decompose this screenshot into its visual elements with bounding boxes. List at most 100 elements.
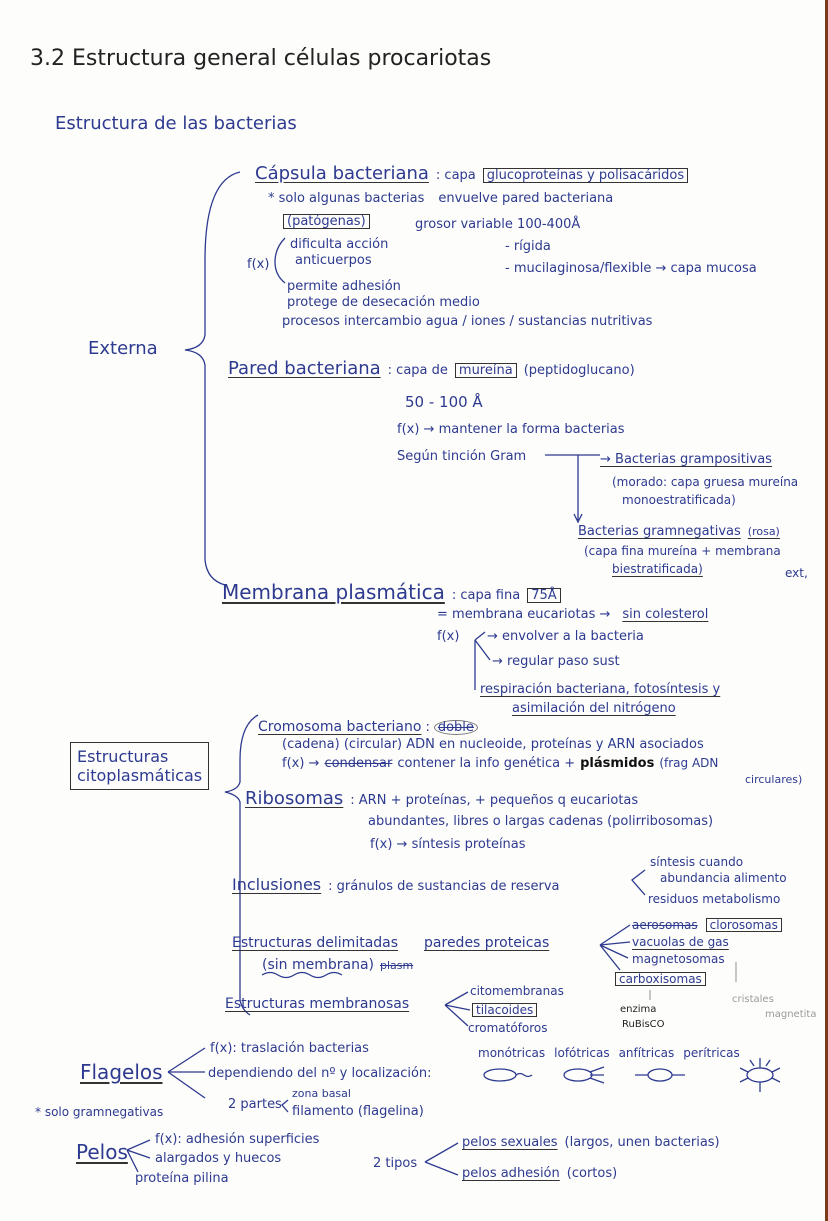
inclusiones-branch xyxy=(631,869,646,896)
pelos-tipo-row: pelos sexuales (largos, unen bacterias) xyxy=(462,1136,720,1149)
flagelo-type: lofótricas xyxy=(554,1046,610,1060)
capsula-patogenas: (patógenas) xyxy=(283,214,370,229)
delimitadas-item: clorosomas xyxy=(705,918,782,932)
cromosoma-row: Cromosoma bacteriano : doble xyxy=(258,720,478,735)
pared-gram: Según tinción Gram xyxy=(397,449,527,464)
membrana-function: → regular paso sust xyxy=(492,654,620,669)
flagelos-branch xyxy=(167,1047,206,1099)
membranosas-item: citomembranas xyxy=(470,984,564,998)
cromosoma-doble: doble xyxy=(433,720,478,735)
paredes-proteicas: paredes proteicas xyxy=(424,935,550,951)
inclusiones-row: Inclusiones : gránulos de sustancias de … xyxy=(232,875,560,894)
gram-arrow xyxy=(545,454,600,524)
delimitadas-item: aerosomas xyxy=(632,918,698,932)
membrana-heading: Membrana plasmática xyxy=(222,580,445,604)
membrana-eq: = membrana eucariotas → xyxy=(437,607,611,622)
gram-negative-row: Bacterias gramnegativas (rosa) xyxy=(578,525,780,538)
membrana-sin-colesterol: sin colesterol xyxy=(622,607,709,622)
capsula-function: anticuerpos xyxy=(295,253,372,268)
membrana-fx-arrows xyxy=(474,631,491,690)
gram-negative-color: (rosa) xyxy=(747,525,780,538)
ribosomas-heading: Ribosomas xyxy=(245,788,344,809)
delimitadas-note: enzima xyxy=(620,1004,657,1015)
citoplasmaticas-label: Estructuras xyxy=(77,747,169,766)
citoplasmaticas-label-box: Estructuras citoplasmáticas xyxy=(70,742,210,791)
inclusiones-def: : gránulos de sustancias de reserva xyxy=(328,879,560,894)
flagelos-fx: f(x): traslación bacterias xyxy=(210,1041,369,1056)
pelos-heading: Pelos xyxy=(76,1140,128,1164)
cromosoma-struck: condensar xyxy=(324,756,393,771)
capsula-envuelve: envuelve pared bacteriana xyxy=(438,191,614,206)
gram-negative-title: Bacterias gramnegativas xyxy=(578,524,741,539)
subtitle: Estructura de las bacterias xyxy=(55,113,297,134)
cromosoma-heading: Cromosoma bacteriano xyxy=(258,719,422,735)
membrana-function: respiración bacteriana, fotosíntesis y xyxy=(480,682,721,697)
gram-negative-ext: ext, xyxy=(785,566,808,580)
membrana-function: → envolver a la bacteria xyxy=(487,629,644,644)
partes-branch xyxy=(281,1099,289,1113)
membrana-boxed: 75Å xyxy=(527,588,561,603)
gram-negative-desc: (capa fina mureína + membrana xyxy=(584,544,781,558)
capsula-heading: Cápsula bacteriana xyxy=(255,163,429,184)
capsula-row: Cápsula bacteriana : capa glucoproteínas… xyxy=(255,163,689,184)
pelos-tipo-desc: (largos, unen bacterias) xyxy=(564,1135,720,1150)
ribosomas-line: : ARN + proteínas, + pequeños q eucariot… xyxy=(350,793,639,808)
delimitadas-note: RuBisCO xyxy=(622,1019,665,1030)
lofotrica-icon xyxy=(563,1068,593,1082)
pared-boxed: mureína xyxy=(454,363,517,378)
capsula-function: permite adhesión xyxy=(287,279,401,294)
pelos-tipo: pelos adhesión xyxy=(462,1166,560,1181)
membrana-fx: f(x) xyxy=(437,629,460,644)
delimitadas-sub: (sin membrana) xyxy=(262,957,374,973)
capsula-function: procesos intercambio agua / iones / sust… xyxy=(282,314,653,329)
membrana-def: : capa fina xyxy=(451,588,521,603)
citoplasmaticas-brace xyxy=(224,714,259,1016)
delimitadas-note: magnetita xyxy=(765,1009,817,1020)
pelos-tipo-row: pelos adhesión (cortos) xyxy=(462,1167,617,1180)
cromosoma-fx: f(x) → xyxy=(282,756,320,771)
pared-paren: (peptidoglucano) xyxy=(523,363,635,378)
flagelo-type: perítricas xyxy=(683,1046,740,1060)
pelos-line: proteína pilina xyxy=(135,1171,229,1186)
gram-positive-title: → Bacterias grampositivas xyxy=(600,452,772,467)
capsula-function: protege de desecación medio xyxy=(287,295,480,310)
cromosoma-circ: circulares) xyxy=(745,773,803,786)
flagelos-parte: zona basal xyxy=(292,1087,351,1100)
delimitadas-row: Estructuras delimitadas paredes proteica… xyxy=(232,936,549,950)
capsula-fx: f(x) xyxy=(247,257,270,272)
delimitadas-item: carboxisomas xyxy=(615,972,706,986)
flagelos-parte: filamento (flagelina) xyxy=(292,1104,424,1119)
page-edge xyxy=(825,0,828,1221)
capsula-def: : capa xyxy=(435,168,476,183)
externa-label: Externa xyxy=(88,338,158,359)
inclusiones-branch-item: abundancia alimento xyxy=(660,871,787,885)
capsula-rigida: - rígida xyxy=(505,239,551,254)
flagelos-heading: Flagelos xyxy=(80,1060,163,1084)
delimitadas-note: cristales xyxy=(732,994,774,1005)
flagelo-types-row: monótricas lofótricas anfítricas perítri… xyxy=(478,1047,740,1059)
cromosoma-fx-row: f(x) → condensar contener la info genéti… xyxy=(282,757,718,770)
monotrica-icon xyxy=(483,1068,517,1082)
pared-def: : capa de xyxy=(387,363,448,378)
inclusiones-heading: Inclusiones xyxy=(232,875,322,894)
capsula-grosor: grosor variable 100-400Å xyxy=(415,217,581,232)
capsula-fx-brace xyxy=(274,237,286,284)
paredes-branch xyxy=(599,924,631,971)
membranosas-heading: Estructuras membranosas xyxy=(225,996,410,1012)
ribosomas-line: abundantes, libres o largas cadenas (pol… xyxy=(368,814,714,829)
inclusiones-branch-item: síntesis cuando xyxy=(650,855,744,869)
membranosas-item: tilacoides xyxy=(472,1003,538,1017)
cromosoma-line: (cadena) (circular) ADN en nucleoide, pr… xyxy=(282,737,704,752)
cromosoma-plasmidos: plásmidos xyxy=(580,756,655,771)
peritrica-icon xyxy=(746,1067,774,1083)
capsula-mucilaginosa: - mucilaginosa/flexible → capa mucosa xyxy=(505,261,757,276)
pelos-tipo: pelos sexuales xyxy=(462,1135,558,1150)
capsula-note: * solo algunas bacterias xyxy=(268,191,425,206)
page-title: 3.2 Estructura general células procariot… xyxy=(30,46,492,71)
cromosoma-colon: : xyxy=(425,720,430,735)
pared-grosor: 50 - 100 Å xyxy=(405,393,483,411)
gram-positive-desc: monoestratificada) xyxy=(622,493,736,507)
membranosas-item: cromatóforos xyxy=(468,1021,548,1035)
delimitadas-sub-row: (sin membrana) plasm xyxy=(262,958,413,972)
delimitadas-item: vacuolas de gas xyxy=(632,935,729,949)
